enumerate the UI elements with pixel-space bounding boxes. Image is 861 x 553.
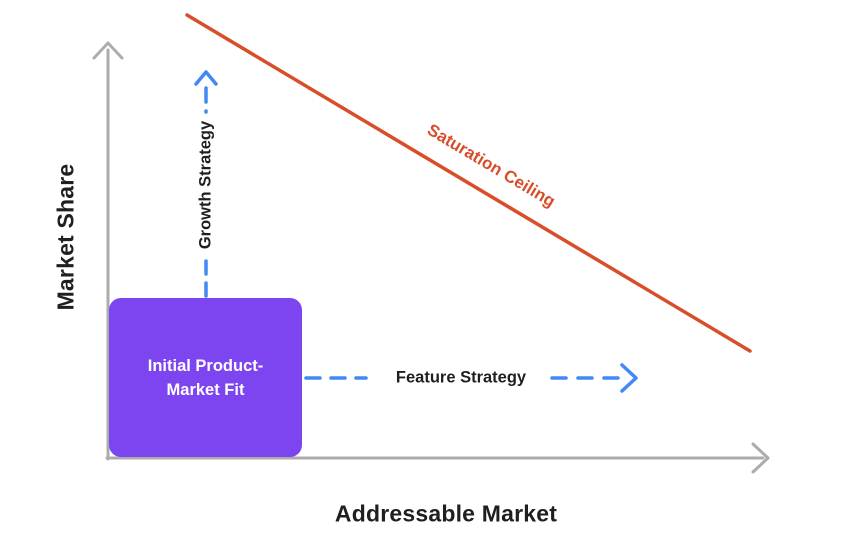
y-axis-label: Market Share (52, 163, 79, 311)
y-axis-arrowhead-icon (92, 41, 124, 60)
pmf-box-label-line1: Initial Product- (147, 356, 264, 375)
pmf-box-label-line2: Market Fit (166, 380, 245, 399)
feature-arrowhead-icon (620, 363, 638, 393)
feature-strategy-label: Feature Strategy (395, 368, 527, 387)
x-axis-label: Addressable Market (334, 500, 558, 527)
saturation-ceiling-line (185, 13, 752, 353)
x-axis-arrowhead-icon (751, 442, 770, 474)
growth-strategy-label: Growth Strategy (196, 120, 215, 250)
growth-arrowhead-icon (194, 70, 218, 86)
initial-product-market-fit-box: Initial Product- Market Fit (109, 298, 302, 457)
